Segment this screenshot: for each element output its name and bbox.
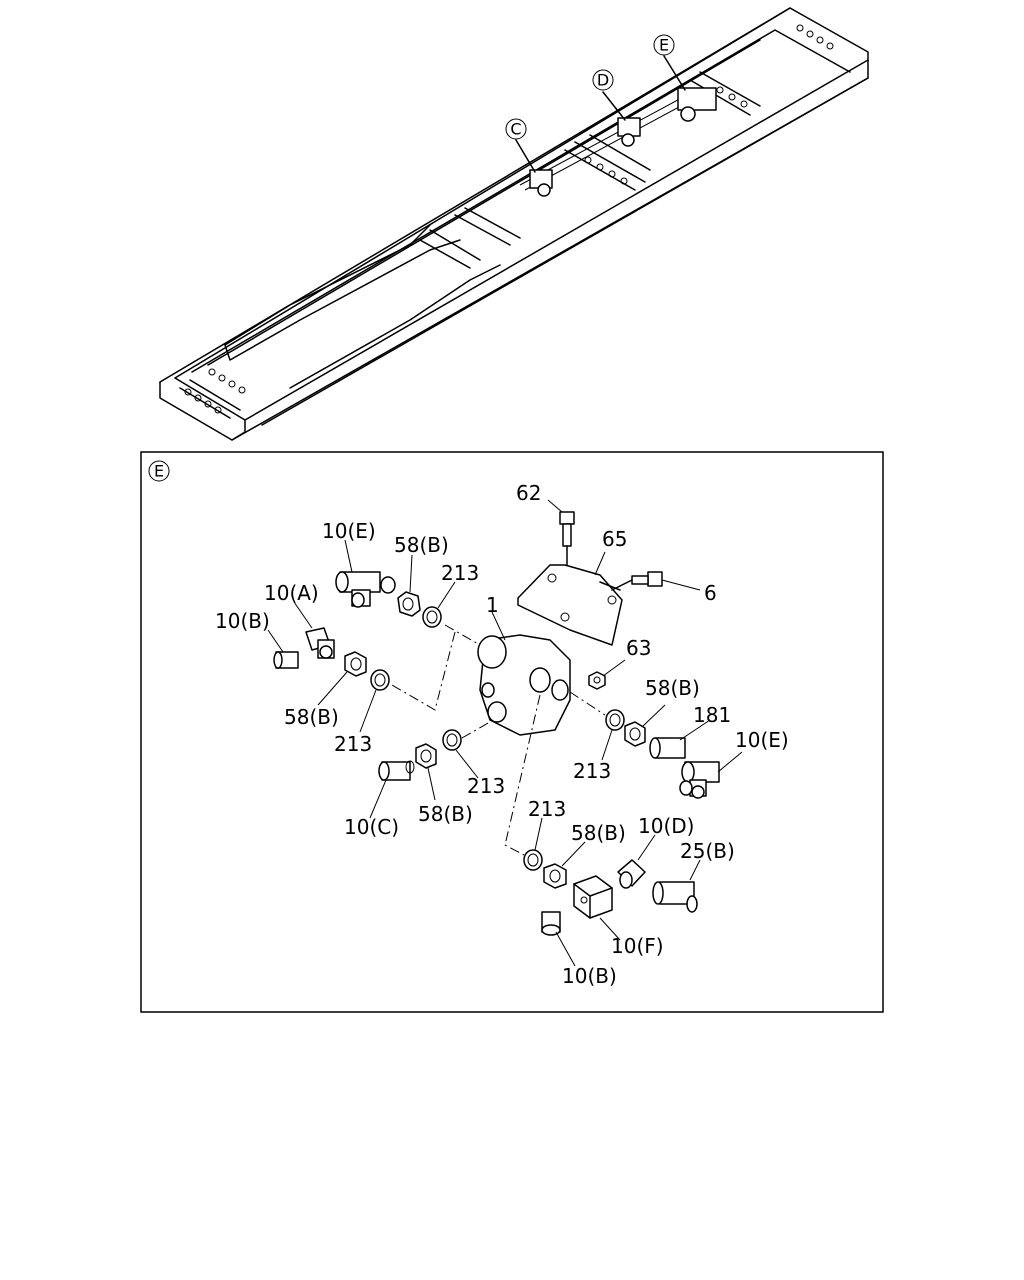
- marker-d-text: D: [597, 71, 609, 90]
- label-181: 181: [693, 703, 731, 727]
- fitting-10e-top: [335, 571, 396, 608]
- fitting-10e-right: [679, 761, 720, 799]
- detail-marker-text: E: [154, 462, 164, 481]
- detail-frame: [140, 451, 884, 1013]
- chassis-frame: [159, 7, 869, 441]
- fitting-10a: [305, 627, 335, 659]
- label-58b-low: 58(B): [571, 821, 626, 845]
- label-63: 63: [626, 636, 651, 660]
- label-65: 65: [602, 527, 627, 551]
- marker-c: C: [505, 118, 527, 140]
- nut-58b-right: [624, 721, 646, 747]
- label-213-low: 213: [528, 797, 566, 821]
- washer-213-left: [370, 669, 390, 691]
- label-10e-top: 10(E): [322, 519, 376, 543]
- fitting-25b: [652, 881, 698, 913]
- fitting-10c: [378, 760, 415, 781]
- label-58b-top: 58(B): [394, 533, 449, 557]
- label-10b-bottom: 10(B): [562, 964, 617, 988]
- marker-e: E: [653, 34, 675, 56]
- part-labels: 62 65 6 1 63 10(E) 58(B) 213 10(A) 10(B)…: [215, 481, 789, 988]
- washer-213-low: [523, 849, 543, 871]
- bracket-65: [517, 564, 623, 646]
- leader-lines: [267, 499, 743, 967]
- nut-58b-top: [397, 591, 421, 617]
- frame-valve-c: [515, 139, 553, 197]
- fitting-10b-left: [273, 651, 299, 669]
- frame-valve-e: [663, 55, 717, 122]
- label-10a: 10(A): [264, 581, 319, 605]
- detail-marker-e: E: [148, 460, 170, 482]
- label-213-right: 213: [573, 759, 611, 783]
- marker-e-text: E: [659, 36, 669, 55]
- nut-58b-mid: [415, 743, 437, 769]
- label-213-mid: 213: [467, 774, 505, 798]
- label-213-top: 213: [441, 561, 479, 585]
- label-6: 6: [704, 581, 717, 605]
- block-10f: [573, 875, 613, 919]
- connection-lines: [391, 624, 606, 856]
- label-213-left: 213: [334, 732, 372, 756]
- nut-58b-left: [344, 651, 367, 677]
- nut-63: [588, 671, 606, 690]
- label-62: 62: [516, 481, 541, 505]
- frame-holes-rear: [796, 24, 834, 50]
- label-58b-left: 58(B): [284, 705, 339, 729]
- fitting-10d: [617, 859, 646, 889]
- frame-valve-d: [602, 91, 641, 147]
- label-25b: 25(B): [680, 839, 735, 863]
- label-1: 1: [486, 593, 499, 617]
- label-58b-mid: 58(B): [418, 802, 473, 826]
- label-10f: 10(F): [611, 934, 664, 958]
- washer-213-top: [422, 606, 442, 628]
- marker-d: D: [592, 69, 614, 91]
- label-10b-left: 10(B): [215, 609, 270, 633]
- marker-c-text: C: [510, 120, 521, 139]
- label-10e-right: 10(E): [735, 728, 789, 752]
- washer-213-mid: [442, 729, 462, 751]
- fitting-181: [649, 737, 686, 759]
- fitting-10b-bottom: [541, 911, 561, 936]
- valve-body-1: [477, 634, 571, 736]
- bolt-6: [611, 571, 663, 591]
- nut-58b-low: [543, 863, 567, 889]
- label-10d: 10(D): [638, 814, 694, 838]
- label-10c: 10(C): [344, 815, 399, 839]
- frame-holes-front: [184, 368, 246, 414]
- label-58b-right: 58(B): [645, 676, 700, 700]
- washer-213-right: [605, 709, 625, 731]
